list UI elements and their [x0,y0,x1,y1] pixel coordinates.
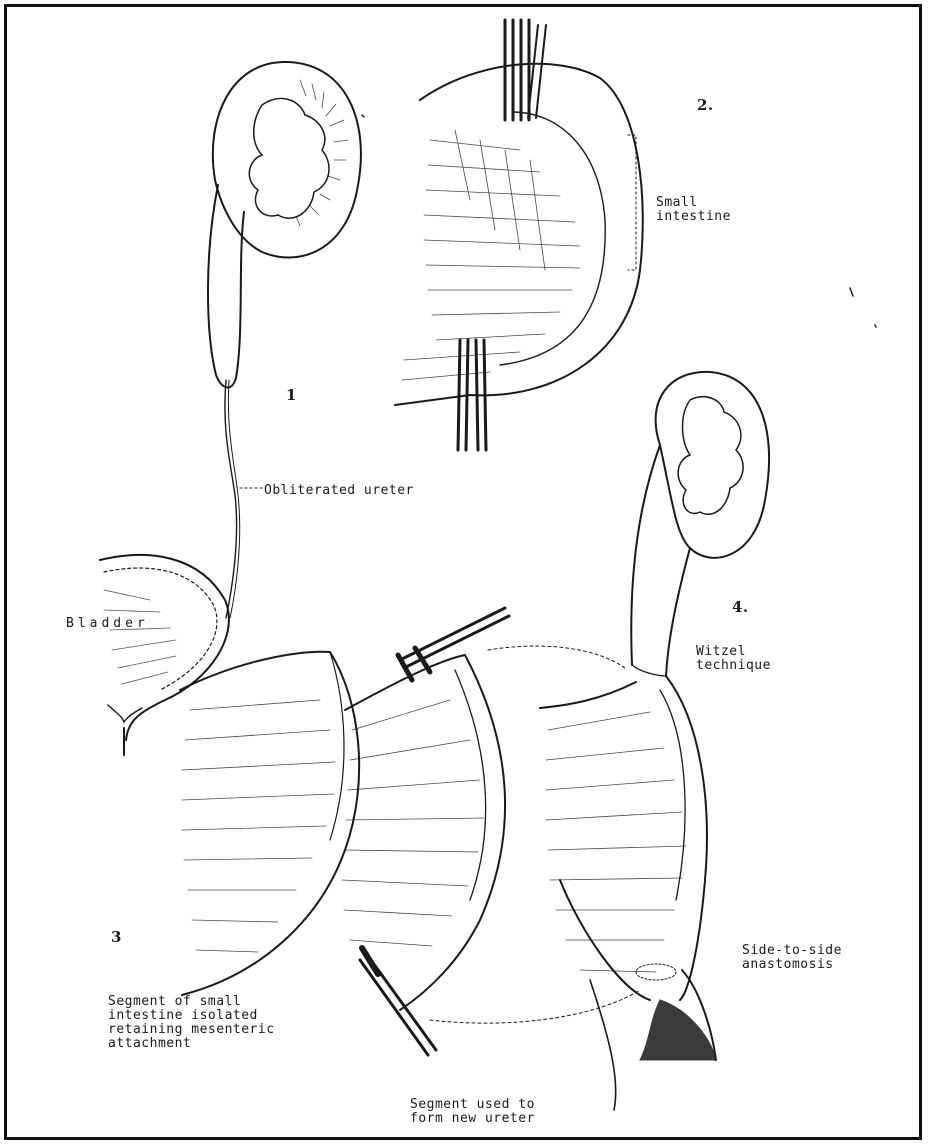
fig1-kidney [213,62,361,257]
witzel-technique-label: Witzel technique [696,645,771,673]
segment-isolated-label: Segment of small intestine isolated reta… [108,995,275,1051]
fig2-clamp-upper [505,20,546,120]
fig3-clamp-lower [360,948,436,1055]
segment-new-ureter-label: Segment used to form new ureter [410,1098,535,1126]
bladder-label: Bladder [66,617,149,631]
fig4-kidney [656,372,769,558]
fig4-new-ureter [540,445,716,1110]
fig3-mesentery-segment [180,652,359,995]
figure-number-2: 2. [697,98,714,112]
fig3-clamp-upper [398,608,509,680]
figure-number-4: 4. [732,600,749,614]
figure-number-1: 1 [286,388,297,402]
fig2-small-intestine [395,64,643,405]
small-intestine-label: Small intestine [656,196,731,224]
obliterated-ureter-label: Obliterated ureter [264,484,414,498]
fig1-ureter [208,185,262,618]
fig1-bladder [100,555,229,755]
side-to-side-anastomosis-label: Side-to-side anastomosis [742,944,842,972]
fig3-arrows [430,646,640,1023]
fig4-scattered-marks [362,115,876,327]
figure-number-3: 3 [111,930,122,944]
